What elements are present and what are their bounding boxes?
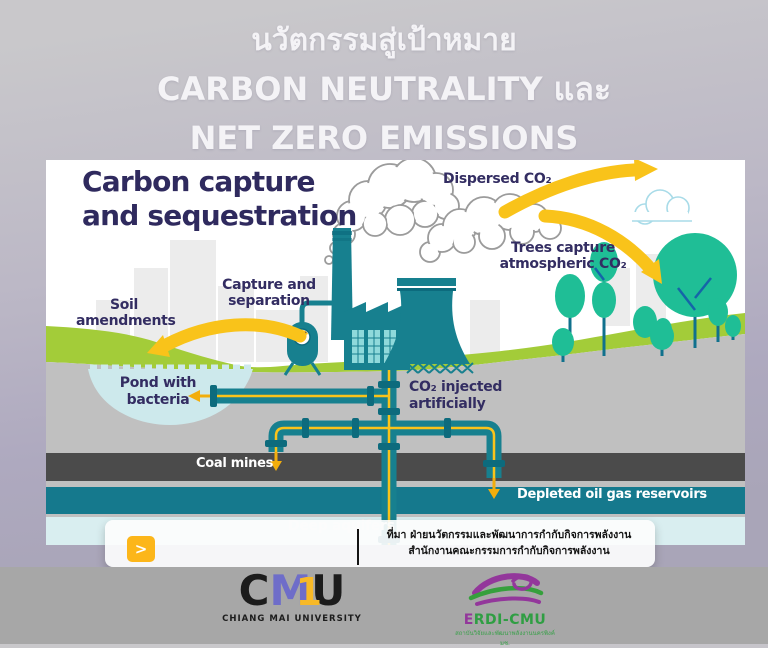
sky-cloud-icon bbox=[632, 189, 692, 225]
arrow-into-reservoir bbox=[488, 478, 500, 499]
label-soil-line1: Soil bbox=[109, 297, 139, 313]
source-caption-bar: > ที่มา ฝ่ายนวัตกรรมและพัฒนาการกำกับกิจก… bbox=[105, 520, 655, 567]
arrow-to-pond bbox=[188, 390, 210, 402]
label-soil-line2: amendments bbox=[76, 313, 176, 329]
cmu-letter-c: C bbox=[238, 566, 270, 615]
label-capture-line2: separation bbox=[228, 293, 310, 309]
erdi-logo-subtitle: สถาบันวิจัยและพัฒนาพลังงานนครพิงค์ มช. bbox=[455, 630, 555, 647]
infographic-title-line2: and sequestration bbox=[82, 199, 357, 232]
cmu-yellow-one: 1 bbox=[295, 570, 323, 614]
header-line-thai: นวัตกรรมสู่เป้าหมาย bbox=[251, 23, 517, 58]
label-pond-line1: Pond with bbox=[119, 375, 197, 391]
trees bbox=[552, 233, 741, 362]
arrow-into-coal bbox=[270, 452, 282, 471]
label-injected-line2: artificially bbox=[409, 396, 486, 412]
soil-amendments-arrow bbox=[147, 318, 307, 357]
label-pond-bacteria: Pond with bacteria bbox=[110, 375, 206, 409]
trees-capture-arrow bbox=[538, 209, 662, 284]
cooling-tower bbox=[384, 278, 470, 364]
label-co2-injected: CO₂ injected artificially bbox=[409, 379, 539, 413]
cmu-logo-subtitle: CHIANG MAI UNIVERSITY bbox=[222, 614, 362, 624]
label-dispersed-co2: Dispersed CO₂ bbox=[443, 171, 552, 187]
flow-arrows bbox=[188, 390, 500, 499]
label-trees-line1: Trees capture bbox=[510, 240, 616, 256]
dispersed-co2-arrow bbox=[498, 160, 658, 219]
source-text-line2: สำนักงานคณะกรรมการกำกับกิจการพลังงาน bbox=[408, 545, 610, 557]
erdi-logo-word: ERDI-CMU bbox=[450, 613, 560, 627]
co2-path-arrows bbox=[147, 160, 662, 357]
chevron-right-icon: > bbox=[134, 540, 148, 558]
erdi-letters-rest: RDI-CMU bbox=[473, 612, 547, 628]
chevron-right-button[interactable]: > bbox=[127, 536, 155, 562]
poster-header: นวัตกรรมสู่เป้าหมาย CARBON NEUTRALITY แล… bbox=[0, 16, 768, 163]
label-depleted-reservoirs: Depleted oil gas reservoirs bbox=[517, 487, 707, 502]
erdi-letter-e: E bbox=[463, 612, 474, 628]
footer-bar: CMU 1 CHIANG MAI UNIVERSITY ERDI-CMU สถา… bbox=[0, 566, 768, 647]
source-text: ที่มา ฝ่ายนวัตกรรมและพัฒนาการกำกับกิจการ… bbox=[373, 527, 645, 559]
label-soil-amendments: Soil amendments bbox=[76, 297, 176, 329]
infographic-title-line1: Carbon capture bbox=[82, 165, 315, 198]
cmu-logo: CMU 1 CHIANG MAI UNIVERSITY bbox=[222, 566, 362, 625]
erdi-cmu-logo: ERDI-CMU สถาบันวิจัยและพัฒนาพลังงานนครพิ… bbox=[450, 567, 560, 648]
label-trees-line2: atmospheric CO₂ bbox=[499, 256, 627, 272]
label-coal-mines: Coal mines bbox=[196, 456, 274, 471]
pond bbox=[88, 364, 253, 425]
label-capture-separation: Capture and separation bbox=[213, 277, 325, 309]
label-capture-line1: Capture and bbox=[222, 277, 316, 293]
cmu-letter-u: U bbox=[311, 566, 346, 615]
erdi-swirl-icon bbox=[468, 573, 544, 606]
cmu-letter-m: M bbox=[269, 566, 312, 615]
infographic-title: Carbon capture and sequestration bbox=[82, 165, 362, 233]
cmu-logo-word: CMU 1 bbox=[238, 566, 346, 615]
label-trees-capture: Trees capture atmospheric CO₂ bbox=[488, 240, 638, 272]
label-injected-line1: CO₂ injected bbox=[409, 379, 503, 395]
header-line-carbon-neutrality: CARBON NEUTRALITY และ bbox=[156, 70, 612, 108]
header-line-net-zero: NET ZERO EMISSIONS bbox=[189, 119, 579, 157]
hatch-strip bbox=[406, 362, 474, 374]
label-pond-line2: bacteria bbox=[126, 392, 190, 408]
caption-divider bbox=[357, 529, 359, 565]
source-text-line1: ที่มา ฝ่ายนวัตกรรมและพัฒนาการกำกับกิจการ… bbox=[386, 529, 632, 541]
